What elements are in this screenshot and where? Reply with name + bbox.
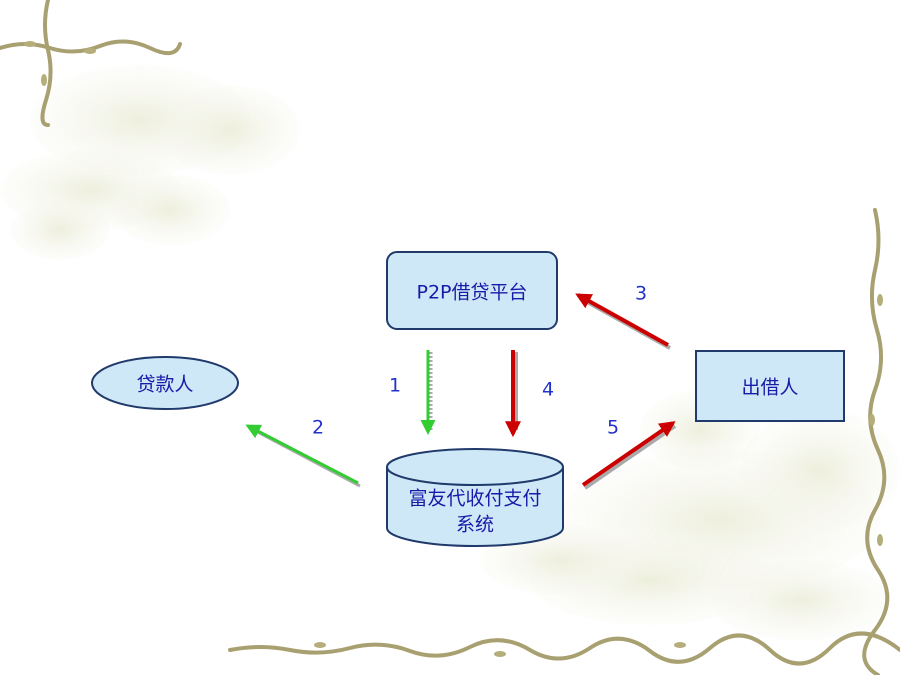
node-p2p-platform: P2P借贷平台 (386, 251, 558, 330)
edge-4-label: 4 (542, 379, 554, 401)
edge-3: 3 (575, 283, 671, 350)
edge-5: 5 (581, 417, 677, 490)
edge-4: 4 (505, 350, 554, 438)
flower-decoration-bottom (480, 390, 900, 640)
node-borrower: 贷款人 (91, 356, 239, 410)
vine-leaves (24, 41, 883, 657)
edge-1-label: 1 (389, 375, 401, 397)
edge-1: 1 (389, 350, 436, 435)
edge-2-label: 2 (312, 417, 324, 439)
node-payment-system-label-line2: 系统 (456, 514, 494, 536)
node-p2p-platform-label: P2P借贷平台 (416, 282, 527, 304)
edge-5-label: 5 (607, 417, 619, 439)
edge-3-label: 3 (635, 283, 647, 305)
edge-2: 2 (245, 417, 361, 488)
node-lender-label: 出借人 (741, 377, 798, 399)
node-payment-system: 富友代收付支付 系统 (386, 448, 564, 547)
node-borrower-label: 贷款人 (136, 374, 193, 396)
node-payment-system-label-line1: 富友代收付支付 (408, 488, 541, 510)
node-lender: 出借人 (695, 350, 845, 422)
flower-decoration-top (0, 65, 300, 260)
